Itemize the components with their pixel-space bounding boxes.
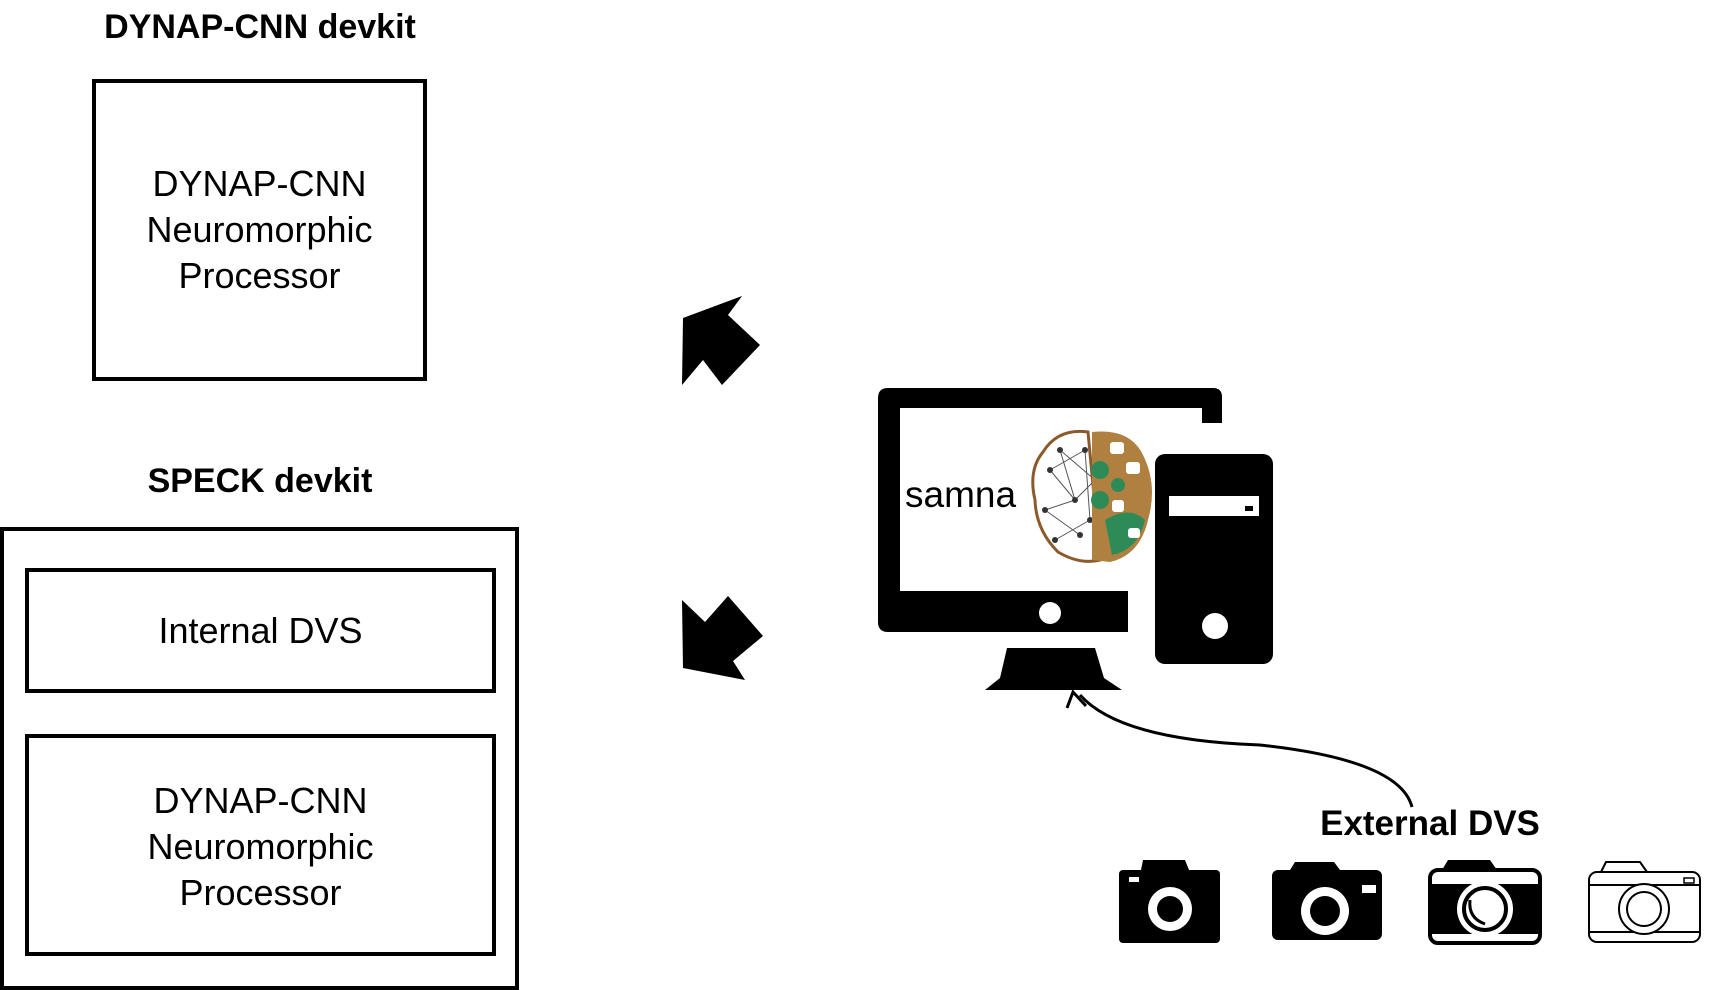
speck-devkit-title: SPECK devkit bbox=[147, 462, 373, 500]
dynap-cnn-processor-box: DYNAP-CNN Neuromorphic Processor bbox=[92, 79, 427, 381]
connector-arrowhead bbox=[1065, 689, 1088, 709]
camera-icon bbox=[1428, 860, 1542, 945]
dynap-cnn-devkit-title: DYNAP-CNN devkit bbox=[104, 8, 416, 46]
internal-dvs-box: Internal DVS bbox=[25, 568, 496, 693]
speck-devkit-box: Internal DVS DYNAP-CNN Neuromorphic Proc… bbox=[0, 527, 519, 990]
samna-logo bbox=[1031, 429, 1152, 563]
computer-icon bbox=[878, 388, 1273, 690]
monitor-power-dot bbox=[1039, 602, 1061, 624]
tower-power-button bbox=[1202, 613, 1228, 639]
tower-drive-slot bbox=[1169, 496, 1259, 516]
monitor-stand bbox=[985, 648, 1122, 690]
internal-dvs-label: Internal DVS bbox=[158, 610, 363, 651]
processor-label-line-1: DYNAP-CNN bbox=[152, 163, 367, 204]
speck-processor-box: DYNAP-CNN Neuromorphic Processor bbox=[25, 734, 496, 956]
camera-icon bbox=[1119, 860, 1220, 943]
logo-green-spots bbox=[1091, 461, 1145, 555]
connector-curve bbox=[1078, 694, 1414, 808]
monitor-frame bbox=[878, 388, 1222, 632]
tower-drive-light bbox=[1245, 506, 1253, 511]
logo-network-lines bbox=[1044, 449, 1096, 541]
logo-white-blocks bbox=[1110, 442, 1140, 538]
processor-label-line-3: Processor bbox=[178, 255, 341, 296]
logo-left-hemisphere bbox=[1031, 429, 1102, 563]
arrow-to-dynap-cnn-devkit bbox=[682, 296, 760, 385]
processor-label-line-1: DYNAP-CNN bbox=[153, 780, 368, 821]
arrow-to-speck-devkit bbox=[682, 596, 763, 680]
external-dvs-title: External DVS bbox=[1320, 804, 1540, 843]
dynap-cnn-processor-label: DYNAP-CNN Neuromorphic Processor bbox=[96, 161, 423, 299]
processor-label-line-2: Neuromorphic bbox=[146, 209, 373, 250]
samna-screen-text: samna bbox=[905, 474, 1017, 515]
camera-icon bbox=[1272, 862, 1382, 940]
processor-label-line-3: Processor bbox=[179, 872, 342, 913]
speck-processor-label: DYNAP-CNN Neuromorphic Processor bbox=[29, 778, 492, 916]
camera-icon bbox=[1588, 861, 1701, 943]
external-dvs-connector bbox=[1065, 689, 1414, 808]
processor-label-line-2: Neuromorphic bbox=[147, 826, 374, 867]
